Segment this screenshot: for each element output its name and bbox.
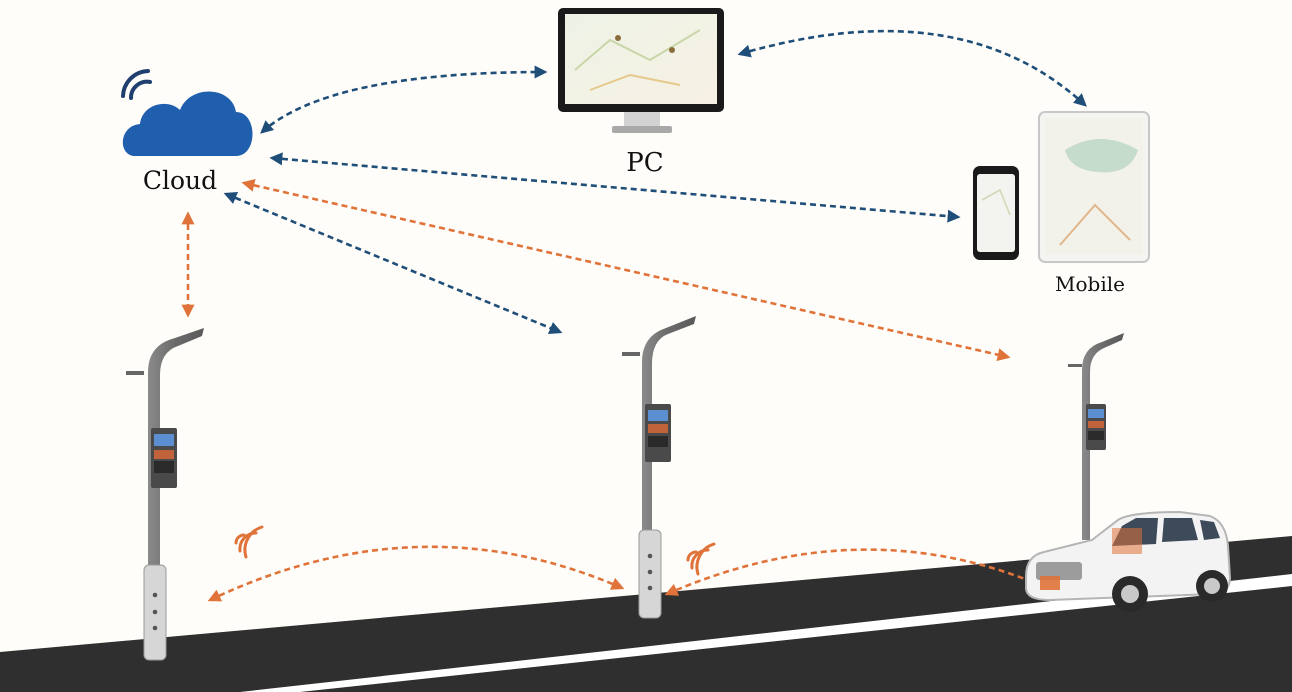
- smart-pole-icon: [1068, 333, 1124, 540]
- mobile-label: Mobile: [1055, 272, 1125, 296]
- wifi-signal-icon: [121, 69, 152, 100]
- smart-pole-icon: [126, 328, 204, 661]
- monitor-icon: [558, 8, 724, 133]
- smart-pole-icon: [622, 316, 696, 619]
- link-cloud-pc: [260, 65, 548, 134]
- car-icon: [1025, 510, 1232, 612]
- smartphone-icon: [973, 166, 1019, 260]
- wifi-signal-icon: [686, 542, 716, 576]
- pc-node: PC: [558, 8, 724, 178]
- link-cloud-pole-2: [223, 191, 563, 335]
- cloud-label: Cloud: [143, 166, 217, 195]
- wifi-signal-icon: [234, 525, 264, 559]
- link-pole-2-car: [664, 548, 1043, 596]
- link-cloud-pole-3: [241, 178, 1011, 362]
- link-cloud-mobile: [269, 152, 961, 223]
- pc-label: PC: [626, 148, 663, 178]
- smart-pole-1: [126, 328, 264, 661]
- cloud-node: Cloud: [121, 69, 253, 195]
- orange-links: [181, 178, 1043, 602]
- mobile-node: Mobile: [973, 111, 1150, 296]
- cloud-icon: [122, 91, 253, 156]
- smart-pole-3: [1068, 333, 1124, 540]
- link-pole-1-pole-2: [207, 545, 625, 602]
- link-pc-mobile: [737, 29, 1087, 107]
- tablet-icon: [1038, 111, 1150, 263]
- smart-pole-2: [622, 316, 716, 619]
